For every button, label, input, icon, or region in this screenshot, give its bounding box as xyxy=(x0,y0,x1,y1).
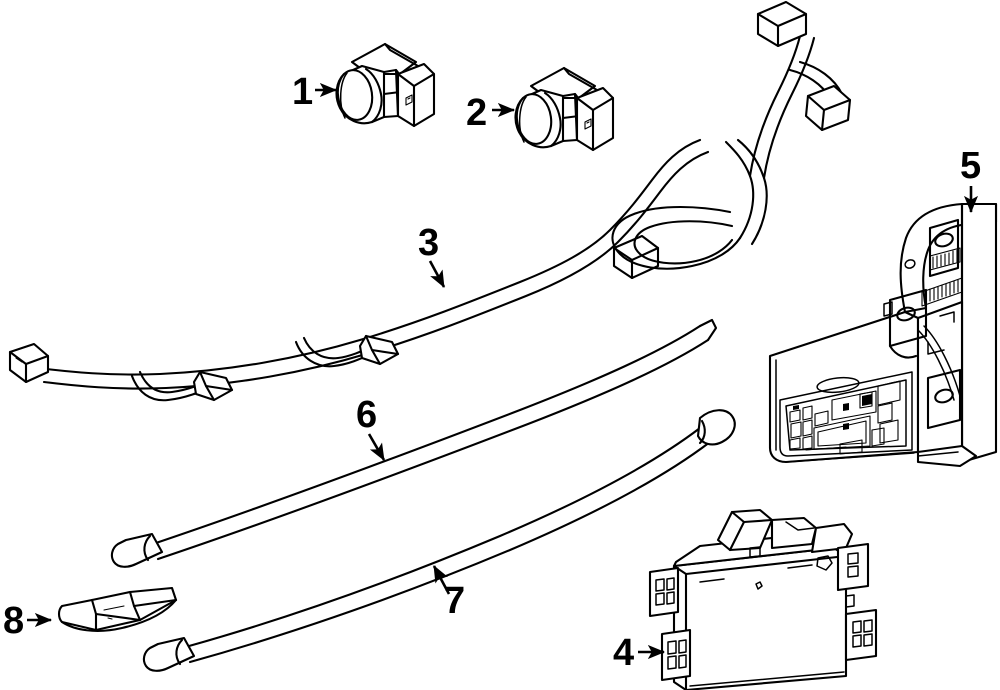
part-8-cable-retainer-clip xyxy=(57,586,178,632)
callout-number-5: 5 xyxy=(960,145,981,187)
bracket-serration-lower xyxy=(921,277,963,307)
part-4-control-module xyxy=(648,508,878,690)
part-6-sensor-cable-upper xyxy=(110,318,718,568)
callout-number-2: 2 xyxy=(466,92,487,134)
part-7-sensor-cable-lower xyxy=(142,409,736,672)
part-5-mounting-bracket xyxy=(768,202,998,468)
part-2-parking-sensor xyxy=(514,66,615,152)
bracket-internal-detail xyxy=(789,380,901,455)
callout-leaders xyxy=(27,82,979,660)
callout-number-7: 7 xyxy=(444,580,465,622)
part-3-wiring-harness xyxy=(8,0,852,402)
part-1-parking-sensor xyxy=(335,42,436,128)
callout-number-8: 8 xyxy=(3,600,24,642)
callout-number-4: 4 xyxy=(613,632,634,674)
bracket-serration-upper xyxy=(929,247,961,271)
callout-number-1: 1 xyxy=(292,71,313,113)
callout-number-6: 6 xyxy=(356,394,377,436)
callout-numbers: 1 2 3 4 5 6 7 8 xyxy=(3,71,981,674)
callout-number-3: 3 xyxy=(418,222,439,264)
